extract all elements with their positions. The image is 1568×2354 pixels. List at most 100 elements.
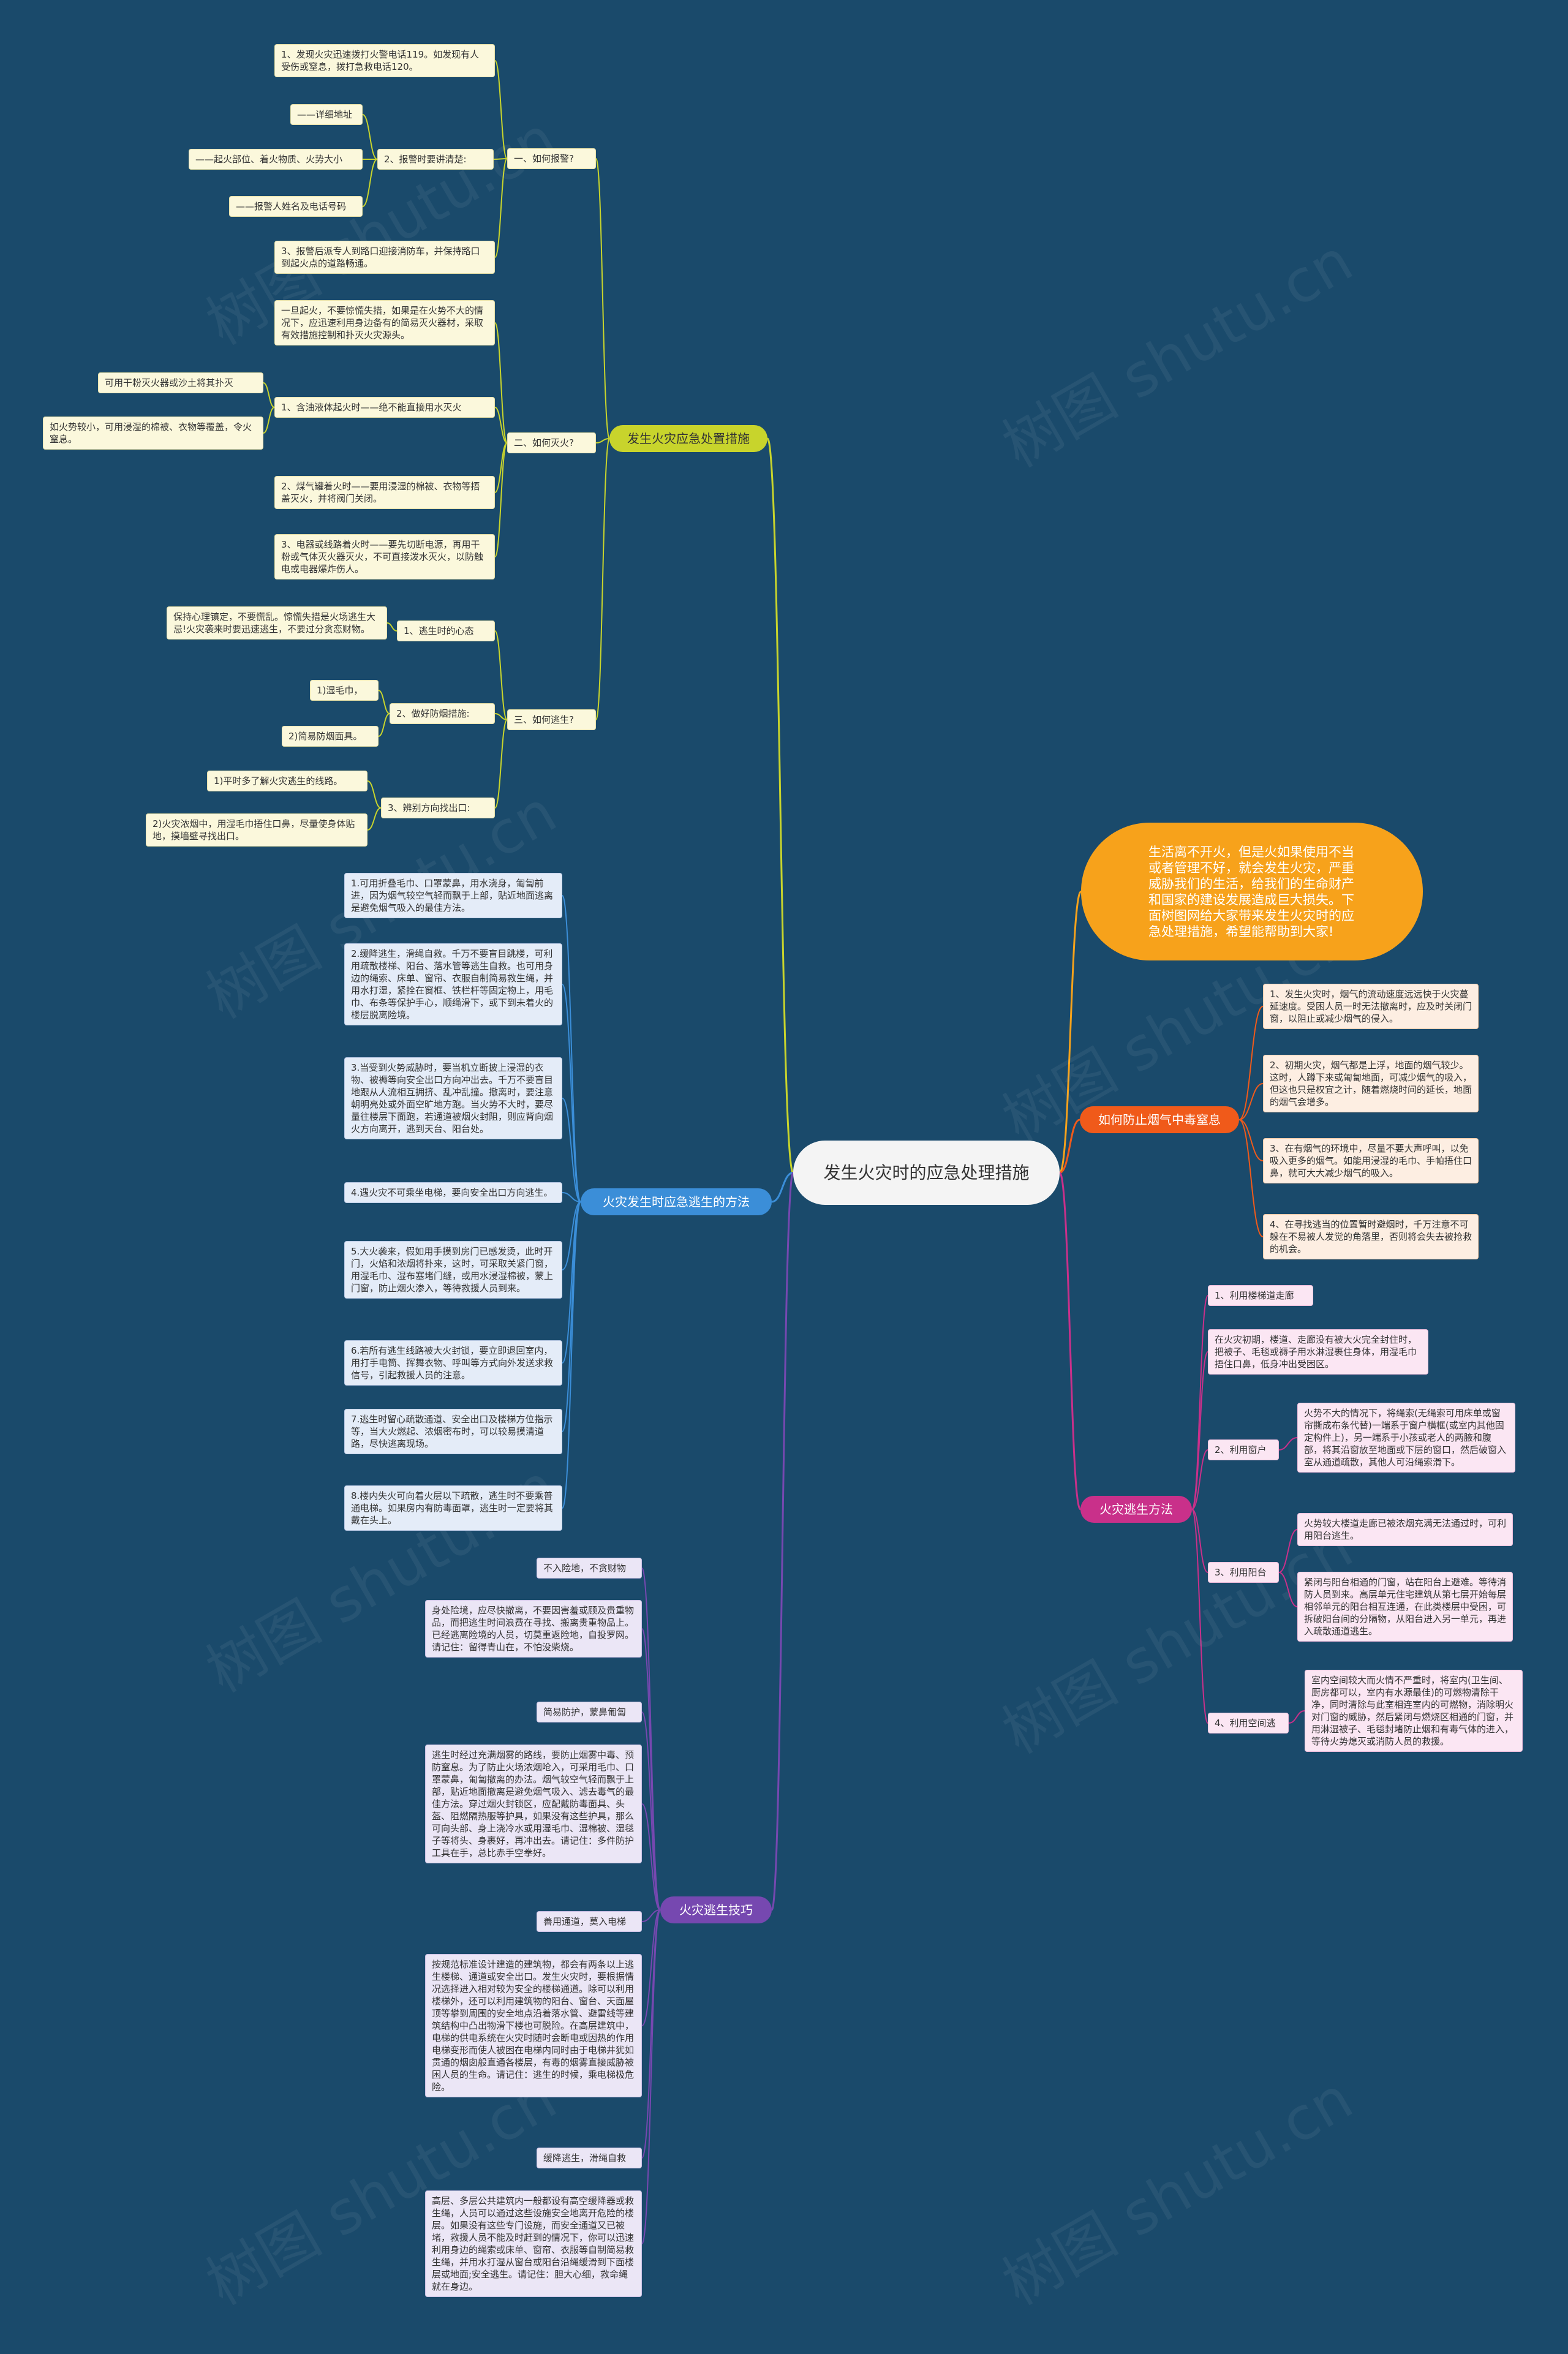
connector — [641, 1711, 661, 1911]
node-how-to-escape[interactable]: 三、如何逃生? — [507, 709, 596, 730]
node-way-6[interactable]: 6.若所有逃生线路被大火封锁，要立即退回室内，用打手电筒、挥舞衣物、呼叫等方式向… — [344, 1340, 562, 1386]
connector — [641, 1628, 661, 1911]
root-topic[interactable]: 发生火灾时的应急处理措施 — [793, 1141, 1060, 1205]
connector — [1059, 1119, 1080, 1174]
node-alarm-2[interactable]: 2、报警时要讲清楚: — [377, 149, 494, 170]
node-smoke-1[interactable]: 1、发生火灾时，烟气的流动速度远远快于火灾蔓延速度。受困人员一时无法撤离时，应及… — [1263, 984, 1479, 1029]
connector — [494, 407, 508, 443]
connector — [562, 1192, 581, 1202]
node-alarm-2c[interactable]: ——报警人姓名及电话号码 — [229, 196, 363, 217]
node-way-3[interactable]: 3.当受到火势威胁时，要当机立断披上浸湿的衣物、被褥等向安全出口方向冲出去。千万… — [344, 1057, 562, 1139]
connector — [1058, 891, 1082, 1174]
connector — [562, 984, 581, 1202]
connector — [494, 719, 508, 809]
node-way-8[interactable]: 8.楼内失火可向着火层以下疏散，逃生时不要乘普通电梯。如果房内有防毒面罩，逃生时… — [344, 1485, 562, 1531]
connector — [595, 438, 610, 443]
node-how-to-alarm[interactable]: 一、如何报警? — [507, 148, 596, 169]
node-alarm-3[interactable]: 3、报警后派专人到路口迎接消防车，并保持路口到起火点的道路畅通。 — [274, 241, 495, 274]
node-how-to-extinguish[interactable]: 二、如何灭火? — [507, 432, 596, 453]
node-tip-3a[interactable]: 按规范标准设计建造的建筑物，都会有两条以上逃生楼梯、通道或安全出口。发生火灾时，… — [425, 1954, 642, 2097]
node-tip-1a[interactable]: 身处险境，应尽快撤离，不要因害羞或顾及贵重物品，而把逃生时间浪费在寻找、搬离贵重… — [425, 1600, 642, 1658]
connector — [562, 1201, 581, 1509]
node-tip-2[interactable]: 简易防护，蒙鼻匍匐 — [537, 1702, 642, 1722]
node-escape-3a[interactable]: 1)平时多了解火灾逃生的线路。 — [207, 771, 368, 791]
connector — [1238, 1083, 1264, 1120]
node-smoke-2[interactable]: 2、初期火灾，烟气都是上浮，地面的烟气较少。这时，人蹲下来或匍匐地面，可减少烟气… — [1263, 1055, 1479, 1112]
node-smoke-4[interactable]: 4、在寻找逃当的位置暂时避烟时，千万注意不可躲在不易被人发觉的角落里，否则将会失… — [1263, 1214, 1479, 1259]
connector — [562, 1201, 581, 1270]
connector — [494, 322, 508, 443]
node-extinguish-0[interactable]: 一旦起火，不要惊慌失措，如果是在火势不大的情况下，应迅速利用身边备有的简易灭火器… — [274, 300, 495, 345]
node-escape-2a[interactable]: 1)湿毛巾， — [310, 680, 379, 701]
node-method-2[interactable]: 2、利用窗户 — [1208, 1439, 1279, 1460]
node-escape-3[interactable]: 3、辨别方向找出口: — [381, 798, 495, 818]
connector — [378, 713, 390, 737]
node-escape-2b[interactable]: 2)简易防烟面具。 — [282, 726, 379, 747]
node-tip-4a[interactable]: 高层、多层公共建筑内一般都设有高空缓降器或救生绳，人员可以通过这些设施安全地离开… — [425, 2190, 642, 2297]
connector — [562, 1098, 581, 1202]
node-tip-2a[interactable]: 逃生时经过充满烟雾的路线，要防止烟雾中毒、预防窒息。为了防止火场浓烟呛入，可采用… — [425, 1745, 642, 1863]
node-escape-2[interactable]: 2、做好防烟措施: — [390, 703, 495, 724]
connector — [263, 407, 275, 434]
branch-smoke-prevention[interactable]: 如何防止烟气中毒窒息 — [1080, 1106, 1239, 1133]
node-tip-1[interactable]: 不入险地，不贪财物 — [537, 1558, 642, 1579]
node-tip-3[interactable]: 善用通道，莫入电梯 — [537, 1911, 642, 1932]
intro-bubble: 生活离不开火，但是火如果使用不当或者管理不好，就会发生火灾，严重威胁我们的生活，… — [1081, 823, 1423, 960]
node-escape-1[interactable]: 1、逃生时的心态 — [397, 621, 495, 641]
node-alarm-2a[interactable]: ——详细地址 — [290, 104, 363, 125]
connector — [1238, 1119, 1264, 1237]
node-way-5[interactable]: 5.大火袭来，假如用手摸到房门已感发烫，此时开门，火焰和浓烟将扑来，这时，可采取… — [344, 1241, 562, 1299]
connector — [378, 690, 390, 714]
connector — [494, 60, 508, 159]
connector — [1191, 1351, 1208, 1510]
connector — [494, 630, 508, 720]
branch-escape-tips[interactable]: 火灾逃生技巧 — [660, 1896, 772, 1923]
node-method-1[interactable]: 1、利用楼梯道走廊 — [1208, 1285, 1313, 1306]
node-method-4[interactable]: 4、利用空间逃 — [1208, 1713, 1289, 1733]
node-method-4a[interactable]: 室内空间较大而火情不严重时，将室内(卫生间、厨房都可以，室内有水源最佳)的可燃物… — [1305, 1670, 1523, 1752]
connector — [562, 895, 581, 1202]
connector — [1191, 1509, 1208, 1573]
connector — [1278, 1572, 1298, 1607]
connector — [367, 780, 382, 809]
connector — [1191, 1509, 1208, 1724]
node-method-2a[interactable]: 火势不大的情况下，将绳索(无绳索可用床单或窗帘撕成布条代替)一端系于窗户横框(或… — [1297, 1403, 1515, 1473]
connector — [641, 1909, 661, 1922]
connector — [1278, 1437, 1298, 1451]
connector — [641, 1909, 661, 2026]
connector — [494, 713, 508, 720]
node-alarm-1[interactable]: 1、发现火灾迅速拨打火警电话119。如发现有人受伤或窒息，拨打急救电话120。 — [274, 44, 495, 77]
node-method-3b[interactable]: 紧闭与阳台相通的门窗，站在阳台上避难。等待消防人员到来。高层单元住宅建筑从第七层… — [1297, 1572, 1513, 1642]
connector — [494, 442, 508, 557]
node-alarm-2b[interactable]: ——起火部位、着火物质、火势大小 — [189, 149, 363, 170]
node-method-3[interactable]: 3、利用阳台 — [1208, 1562, 1279, 1583]
connector — [386, 622, 398, 632]
node-way-1[interactable]: 1.可用折叠毛巾、口罩蒙鼻，用水浇身，匍匐前进，因为烟气较空气轻而飘于上部，贴近… — [344, 873, 562, 918]
node-tip-4[interactable]: 缓降逃生，滑绳自救 — [537, 2148, 642, 2168]
connector — [595, 438, 610, 720]
node-way-7[interactable]: 7.逃生时留心疏散通道、安全出口及楼梯方位指示等，当大火燃起、浓烟密布时，可以较… — [344, 1409, 562, 1454]
branch-emergency-handling[interactable]: 发生火灾应急处置措施 — [609, 425, 767, 452]
branch-escape-methods[interactable]: 火灾逃生方法 — [1080, 1496, 1192, 1523]
node-extinguish-1a[interactable]: 可用干粉灭火器或沙土将其扑灭 — [98, 372, 263, 393]
node-extinguish-1b[interactable]: 如火势较小，可用浸湿的棉被、衣物等覆盖，令火窒息。 — [43, 417, 263, 450]
node-escape-1a[interactable]: 保持心理镇定，不要慌乱。惊慌失措是火场逃生大忌!火灾袭来时要迅速逃生，不要过分贪… — [167, 606, 387, 639]
branch-escape-ways[interactable]: 火灾发生时应急逃生的方法 — [581, 1188, 772, 1215]
connector — [494, 158, 508, 258]
node-method-3a[interactable]: 火势较大楼道走廊已被浓烟充满无法通过时，可利用阳台逃生。 — [1297, 1513, 1513, 1546]
connector — [263, 382, 275, 408]
connector — [766, 437, 794, 1174]
connector — [641, 1909, 661, 2244]
connector — [595, 158, 610, 439]
node-smoke-3[interactable]: 3、在有烟气的环境中，尽量不要大声呼叫，以免吸入更多的烟气。如能用浸湿的毛巾、手… — [1263, 1138, 1479, 1183]
node-extinguish-1[interactable]: 1、含油液体起火时——绝不能直接用水灭火 — [274, 397, 495, 418]
node-extinguish-2[interactable]: 2、煤气罐着火时——要用浸湿的棉被、衣物等捂盖灭火，并将阀门关闭。 — [274, 476, 495, 509]
node-method-1a[interactable]: 在火灾初期，楼道、走廊没有被大火完全封住时，把被子、毛毯或褥子用水淋湿裹住身体，… — [1208, 1329, 1428, 1375]
connector — [1191, 1449, 1208, 1510]
connector — [641, 1803, 661, 1911]
node-escape-3b[interactable]: 2)火灾浓烟中，用湿毛巾捂住口鼻，尽量使身体贴地，摸墙壁寻找出口。 — [146, 813, 368, 847]
node-way-2[interactable]: 2.缓降逃生，滑绳自救。千万不要盲目跳楼，可利用疏散楼梯、阳台、落水管等逃生自救… — [344, 943, 562, 1025]
node-way-4[interactable]: 4.遇火灾不可乘坐电梯，要向安全出口方向逃生。 — [344, 1182, 562, 1203]
node-extinguish-3[interactable]: 3、电器或线路着火时——要先切断电源，再用干粉或气体灭火器灭火，不可直接泼水灭火… — [274, 534, 495, 579]
connector — [1238, 1006, 1264, 1120]
